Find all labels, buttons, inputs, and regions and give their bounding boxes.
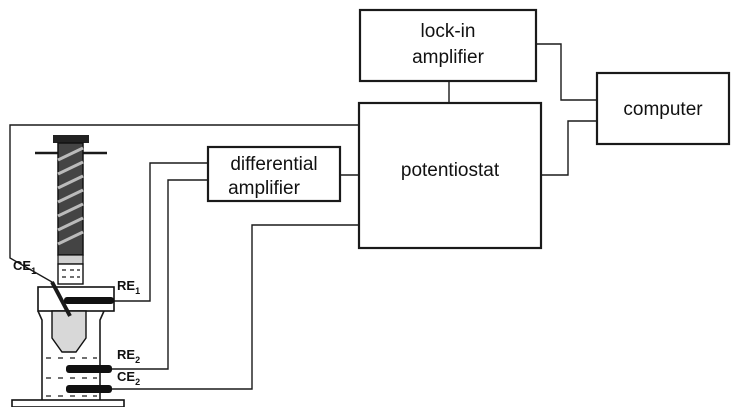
re1-electrode [64, 297, 114, 304]
wire-lockin-computer [536, 43, 597, 101]
computer-label: computer [623, 99, 703, 120]
reservoir-liquid-marks [62, 269, 80, 278]
diff-amp-label-line1: differential [230, 154, 317, 175]
differential-amplifier-block: differential amplifier [206, 145, 342, 203]
cell-reservoir [57, 263, 84, 285]
beaker-liquid-marks [46, 357, 97, 397]
cell-beaker [37, 310, 105, 400]
ce2-label: CE2 [117, 369, 140, 387]
potentiostat-label: potentiostat [401, 160, 500, 181]
cell-plunger [57, 254, 84, 265]
lock-in-amplifier-block: lock-in amplifier [358, 8, 538, 83]
potentiostat-block: potentiostat [357, 101, 543, 250]
re1-label: RE1 [117, 278, 140, 296]
re1-label-sub: 1 [135, 286, 140, 296]
ce1-label-main: CE [13, 258, 31, 273]
ce1-label: CE1 [13, 258, 36, 276]
lock-in-label-line2: amplifier [412, 47, 484, 68]
ce1-electrode [50, 281, 72, 317]
wire-re2 [110, 179, 208, 370]
ce2-label-sub: 2 [135, 377, 140, 387]
cell-inner-funnel [51, 310, 87, 353]
cell-screw-thread [57, 146, 84, 246]
cell-top-cap [53, 135, 89, 143]
re2-label-main: RE [117, 347, 135, 362]
cell-base [11, 399, 125, 407]
ce1-label-sub: 1 [31, 266, 36, 276]
wire-potentiostat-computer [541, 120, 597, 176]
lock-in-label-line1: lock-in [421, 21, 476, 42]
electrochemical-cell [11, 135, 125, 407]
diff-amp-label-line2: amplifier [228, 178, 300, 199]
re2-label: RE2 [117, 347, 140, 365]
ce2-label-main: CE [117, 369, 135, 384]
re1-label-main: RE [117, 278, 135, 293]
ce2-electrode [66, 385, 112, 393]
computer-block: computer [595, 71, 731, 146]
re2-electrode [66, 365, 112, 373]
re2-label-sub: 2 [135, 355, 140, 365]
wire-ce2 [110, 224, 359, 390]
wire-re1 [112, 162, 208, 302]
